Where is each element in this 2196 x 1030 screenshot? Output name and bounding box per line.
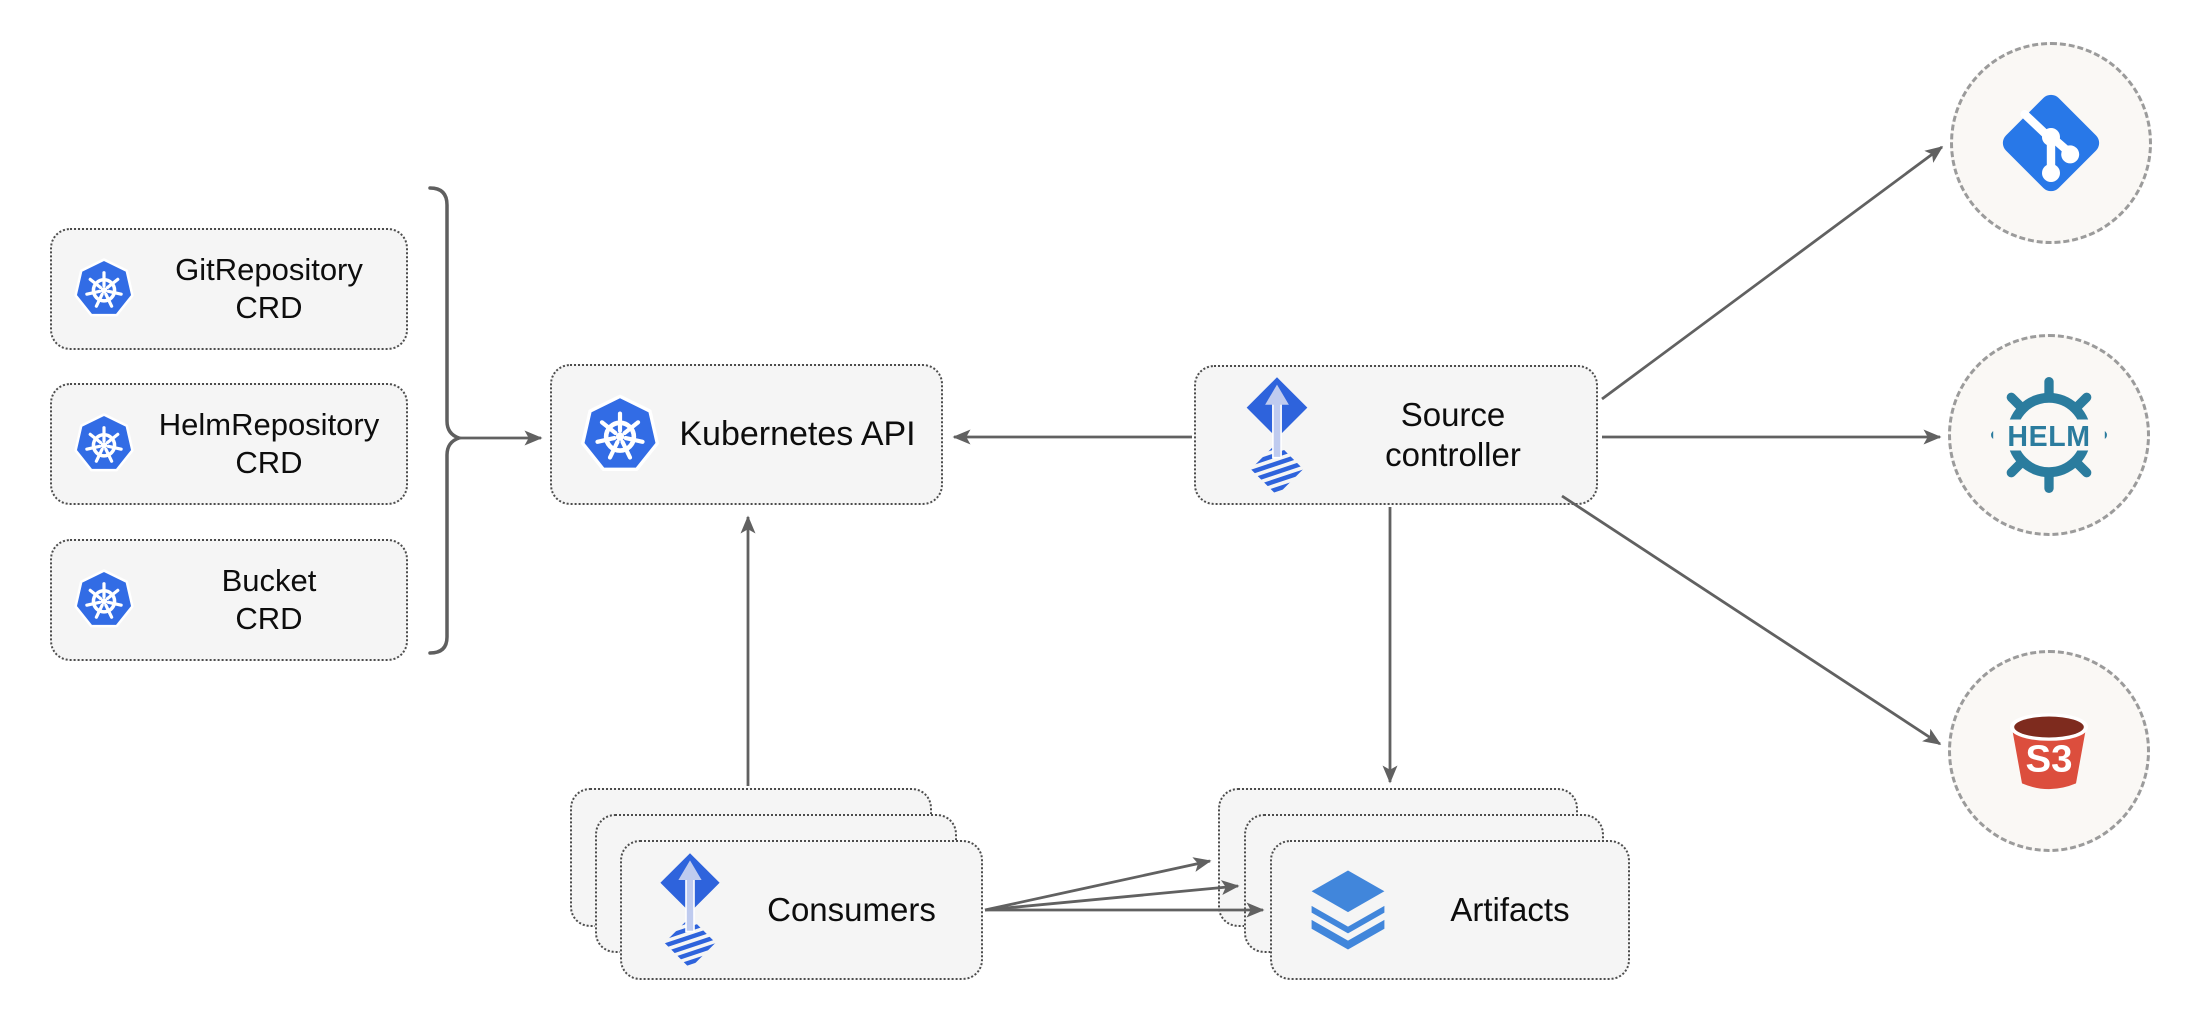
kubernetes-icon [581,394,659,471]
artifacts-text: Artifacts [1450,890,1570,928]
node-git-source [1950,42,2152,244]
kubernetes-icon [74,569,134,628]
artifacts-label: Artifacts [1400,890,1628,930]
consumers-label: Consumers [730,890,981,930]
s3-wordmark: S3 [2026,737,2073,780]
node-bucket-crd: Bucket CRD [50,539,408,661]
layers-icon [1311,870,1385,950]
s3-bucket-icon: S3 [2010,713,2088,790]
kubernetes-api-text: Kubernetes API [679,414,916,453]
arrow-source-controller-to-git [1601,145,1944,401]
gitrepository-crd-line1: GitRepository [175,252,363,288]
flux-icon [1246,376,1308,495]
kubernetes-icon [74,258,134,317]
helmrepository-crd-label: HelmRepository CRD [140,406,406,482]
node-gitrepository-crd: GitRepository CRD [50,228,408,350]
node-helmrepository-crd: HelmRepository CRD [50,383,408,505]
helmrepository-crd-line1: HelmRepository [158,407,380,443]
helmrepository-crd-line2: CRD [235,445,303,480]
consumers-text: Consumers [767,890,936,928]
flux-icon [660,853,720,969]
helm-wheel-icon: HELM [1991,377,2107,493]
arrow-source-controller-to-s3 [1561,494,1942,746]
node-artifacts: Artifacts [1270,840,1630,980]
arrow-consumers-to-artifacts-2 [984,880,1240,912]
bucket-crd-line2: CRD [235,601,303,636]
node-helm-source: HELM [1948,334,2150,536]
source-controller-line1: Source [1400,395,1506,433]
node-s3-source: S3 [1948,650,2150,852]
bucket-crd-label: Bucket CRD [140,562,406,638]
gitrepository-crd-line2: CRD [235,290,303,325]
git-icon [2002,94,2100,192]
source-controller-label: Source controller [1318,395,1596,476]
kubernetes-icon [74,413,134,472]
crd-group-bracket [428,186,465,655]
bucket-crd-line1: Bucket [221,563,317,599]
node-consumers: Consumers [620,840,983,980]
gitrepository-crd-label: GitRepository CRD [140,251,406,327]
helm-wordmark: HELM [2007,421,2090,453]
node-source-controller: Source controller [1194,365,1598,505]
node-kubernetes-api: Kubernetes API [550,364,943,505]
arrow-consumers-to-artifacts-1 [984,857,1212,912]
source-controller-line2: controller [1385,436,1521,473]
kubernetes-api-label: Kubernetes API [662,414,941,455]
